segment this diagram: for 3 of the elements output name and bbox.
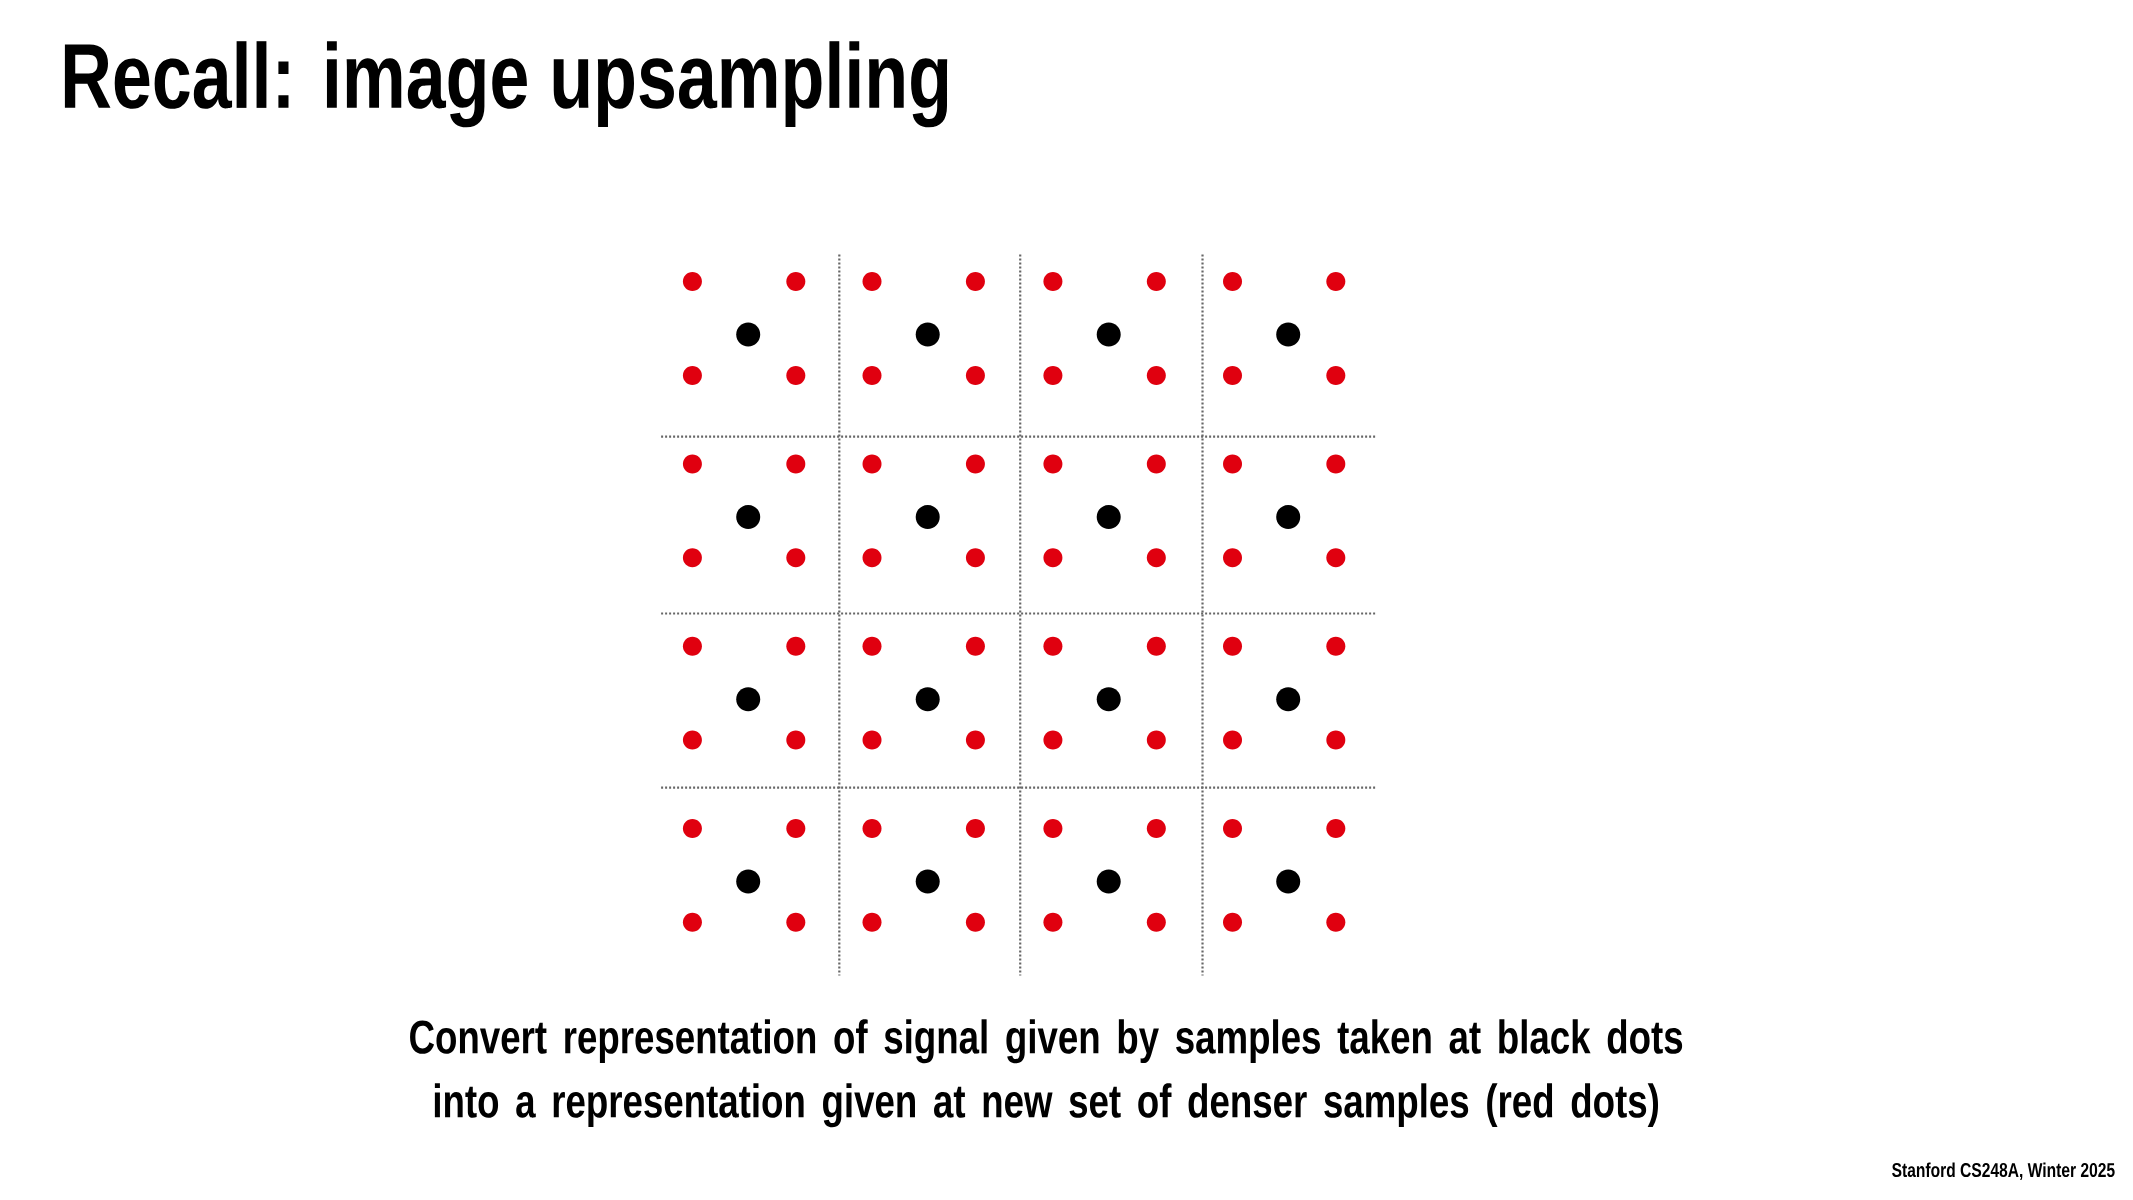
caption: Convert representation of signal given by samples taken at black dots into a representation given at new set of denser samples (red dots) bbox=[410, 1019, 1683, 1128]
footer-note: Stanford CS248A, Winter 2025 bbox=[1892, 1162, 2115, 1180]
slide-title: Recall: image upsampling bbox=[64, 41, 948, 128]
